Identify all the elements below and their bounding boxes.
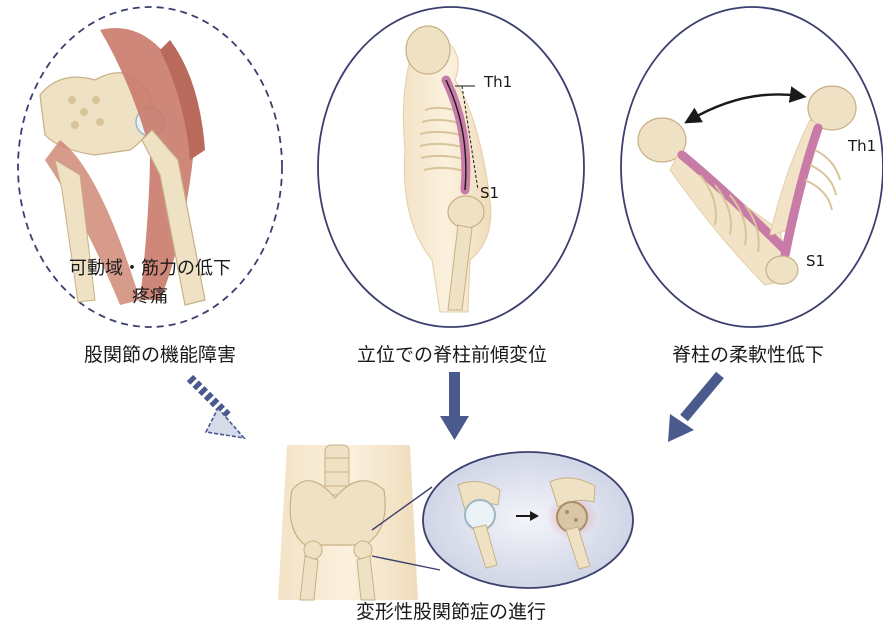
flex-circle (621, 7, 883, 327)
solid-arrow-standing (440, 372, 469, 440)
hip-inner-line-1: 可動域・筋力の低下 (69, 258, 231, 279)
solid-arrow-flex (668, 375, 720, 442)
joint-magnifier (423, 452, 633, 588)
flex-th1-label: Th1 (847, 137, 876, 155)
standing-th1-label: Th1 (483, 73, 512, 91)
standing-panel: Th1 S1 (318, 7, 584, 327)
result-caption: 変形性股関節症の進行 (356, 601, 546, 623)
flex-s1-label: S1 (806, 252, 825, 270)
pelvis-body-illustration (278, 445, 418, 600)
hip-inner-line-2: 疼痛 (132, 286, 168, 307)
standing-s1-label: S1 (480, 184, 499, 202)
standing-caption: 立位での脊柱前傾変位 (357, 344, 547, 366)
flex-panel: Th1 S1 (621, 7, 883, 327)
dashed-arrow-hip (190, 378, 244, 438)
flex-caption: 脊柱の柔軟性低下 (672, 344, 824, 366)
hip-panel: 可動域・筋力の低下 疼痛 (18, 7, 282, 327)
hip-caption: 股関節の機能障害 (84, 344, 236, 366)
